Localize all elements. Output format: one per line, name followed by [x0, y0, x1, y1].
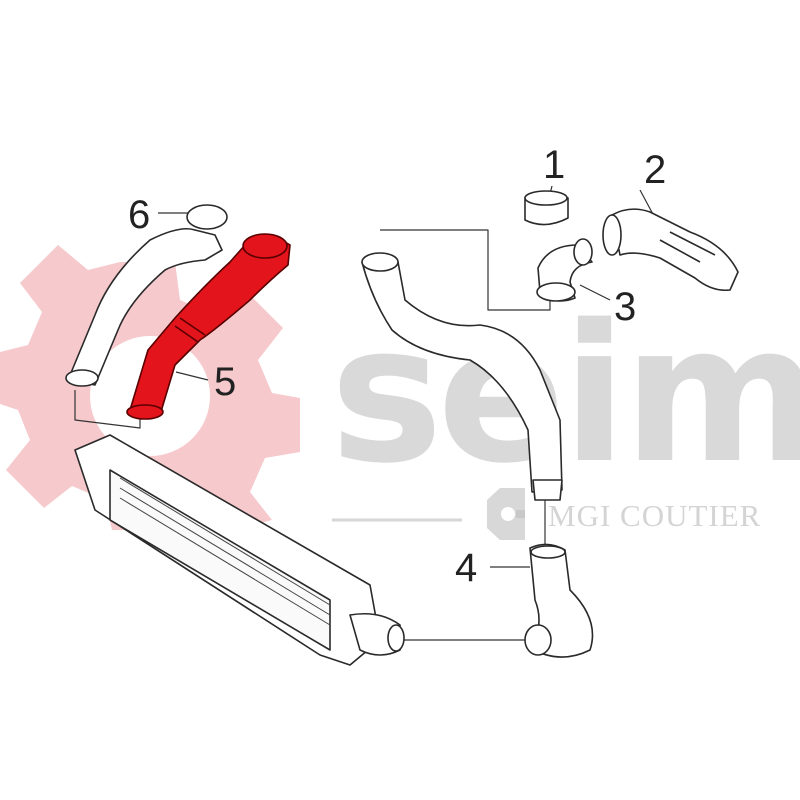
callout-1: 1: [543, 143, 566, 187]
part-4-lower-hose: [524, 543, 594, 658]
callout-3: 3: [614, 285, 637, 329]
part-6-hose: [65, 204, 228, 387]
callout-4: 4: [455, 546, 478, 590]
part-5-highlighted-hose: [126, 233, 291, 420]
charge-air-pipe: [361, 252, 563, 501]
part-2-air-pipe: [602, 208, 739, 292]
mgi-coutier-logo-icon: [487, 488, 525, 540]
part-1-sleeve: [524, 190, 569, 226]
callout-2: 2: [644, 148, 667, 192]
callout-5: 5: [214, 360, 237, 404]
intercooler: [74, 434, 405, 666]
callout-6: 6: [128, 193, 151, 237]
watermark-subbrand-text: MGI COUTIER: [548, 498, 762, 533]
part-3-elbow: [536, 238, 593, 302]
